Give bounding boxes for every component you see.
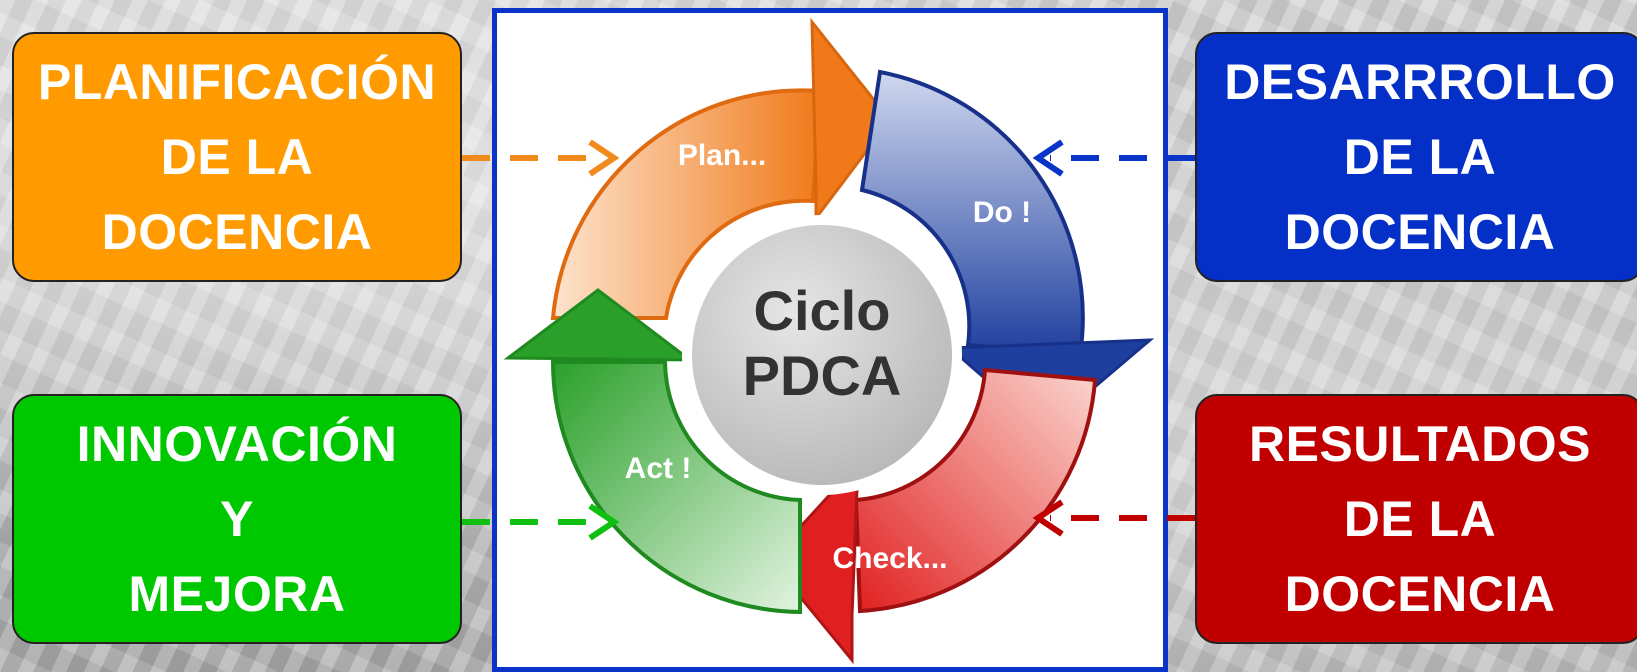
check-segment: [853, 367, 1098, 614]
pdca-center-line-1: Ciclo: [754, 279, 891, 342]
desarrollo-box: DESARRROLLO DE LA DOCENCIA: [1195, 32, 1637, 282]
pdca-center-line-2: PDCA: [743, 344, 902, 407]
desarrollo-line-1: DESARRROLLO: [1224, 53, 1616, 110]
innovacion-line-1: INNOVACIÓN: [76, 415, 398, 472]
check-label: Check...: [832, 542, 947, 575]
do-segment: [859, 69, 1085, 358]
desarrollo-line-2: DE LA: [1343, 128, 1497, 185]
act-arrowhead: [503, 288, 695, 362]
resultados-line-1: RESULTADOS: [1248, 415, 1592, 472]
planificacion-line-2: DE LA: [160, 128, 314, 185]
plan-connector: [462, 139, 620, 177]
planificacion-box: PLANIFICACIÓN DE LA DOCENCIA: [12, 32, 462, 282]
desarrollo-line-3: DOCENCIA: [1284, 203, 1556, 260]
plan-label: Plan...: [678, 139, 766, 172]
resultados-box: RESULTADOS DE LA DOCENCIA: [1195, 394, 1637, 644]
resultados-line-2: DE LA: [1343, 490, 1497, 547]
innovacion-box: INNOVACIÓN Y MEJORA: [12, 394, 462, 644]
planificacion-line-1: PLANIFICACIÓN: [37, 53, 437, 110]
plan-segment: [550, 88, 823, 320]
act-segment: [550, 360, 802, 615]
planificacion-line-3: DOCENCIA: [101, 203, 373, 260]
resultados-line-3: DOCENCIA: [1284, 565, 1556, 622]
pdca-center-disc: [692, 225, 952, 485]
do-label: Do !: [973, 196, 1031, 229]
act-label: Act !: [625, 452, 692, 485]
desarrollo-connector: [1032, 139, 1195, 177]
innovacion-line-3: MEJORA: [128, 565, 346, 622]
innovacion-connector: [462, 503, 620, 541]
innovacion-line-2: Y: [220, 490, 254, 547]
resultados-connector: [1032, 499, 1195, 537]
